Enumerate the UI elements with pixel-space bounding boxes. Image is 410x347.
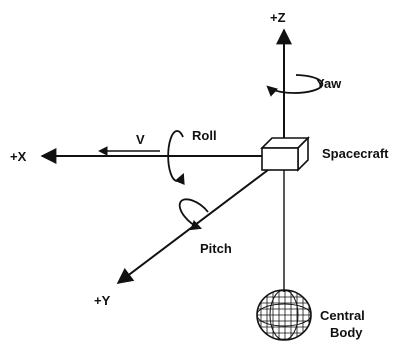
label-body: Body [330, 325, 363, 340]
label-pitch: Pitch [200, 241, 232, 256]
label-roll: Roll [192, 128, 217, 143]
label-v: V [136, 132, 145, 147]
y-axis [116, 169, 269, 284]
label-plus-y: +Y [94, 293, 111, 308]
central-body-sphere [256, 289, 312, 341]
label-plus-z: +Z [270, 10, 286, 25]
spacecraft-cube [260, 136, 310, 172]
yaw-rotation-icon [266, 74, 324, 97]
pitch-rotation-icon [178, 198, 209, 231]
label-spacecraft: Spacecraft [322, 146, 389, 161]
roll-rotation-icon [167, 130, 185, 186]
label-plus-x: +X [10, 149, 27, 164]
label-yaw: Yaw [316, 76, 342, 91]
label-central: Central [320, 308, 365, 323]
